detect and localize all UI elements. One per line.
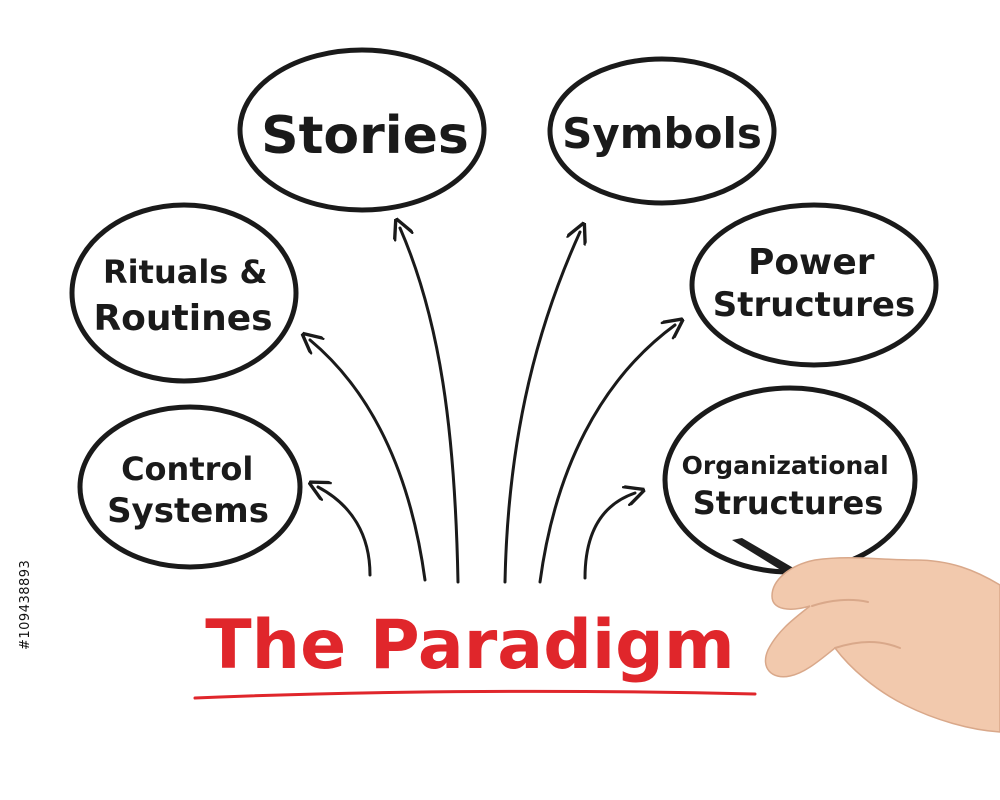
- stock-id-watermark-container: #109438893: [6, 560, 33, 800]
- organizational-label-line-1: Organizational: [682, 451, 889, 480]
- center-title: The Paradigm: [205, 606, 734, 685]
- rituals-label-line-1: Rituals &: [103, 253, 267, 291]
- arrow-to-symbols: [503, 232, 580, 584]
- control-bubble: [77, 404, 303, 570]
- stock-id-watermark: #109438893: [18, 559, 33, 650]
- rituals-bubble: [69, 202, 299, 384]
- arrow-to-rituals: [310, 340, 427, 582]
- control-label-line-2: Systems: [107, 491, 269, 531]
- power-label: Power Structures: [713, 242, 915, 325]
- hand-with-marker: [732, 538, 1000, 733]
- mind-map-diagram: Stories Symbols Rituals & Routines Power…: [69, 47, 1000, 733]
- stories-bubble: [237, 47, 487, 213]
- title-underline: [193, 689, 757, 700]
- hand-knuckle-line: [834, 641, 901, 649]
- arrow-to-stories: [400, 228, 460, 584]
- power-label-line-1: Power: [748, 242, 875, 283]
- control-label: Control Systems: [107, 450, 269, 531]
- organizational-bubble: [662, 385, 918, 575]
- organizational-label-line-2: Structures: [693, 484, 883, 522]
- arrow-to-control: [318, 487, 372, 577]
- symbols-label: Symbols: [562, 109, 762, 158]
- arrow-to-organizational: [583, 493, 635, 580]
- hand: [764, 557, 1000, 733]
- symbols-bubble: [547, 56, 777, 206]
- control-label-line-1: Control: [121, 450, 253, 488]
- arrow-to-power: [538, 325, 675, 584]
- stories-label: Stories: [261, 106, 469, 166]
- organizational-label: Organizational Structures: [682, 451, 895, 522]
- hand-finger-shadow: [811, 598, 869, 607]
- rituals-label: Rituals & Routines: [93, 253, 273, 339]
- power-label-line-2: Structures: [713, 285, 915, 325]
- power-bubble: [689, 202, 939, 368]
- rituals-label-line-2: Routines: [93, 298, 272, 339]
